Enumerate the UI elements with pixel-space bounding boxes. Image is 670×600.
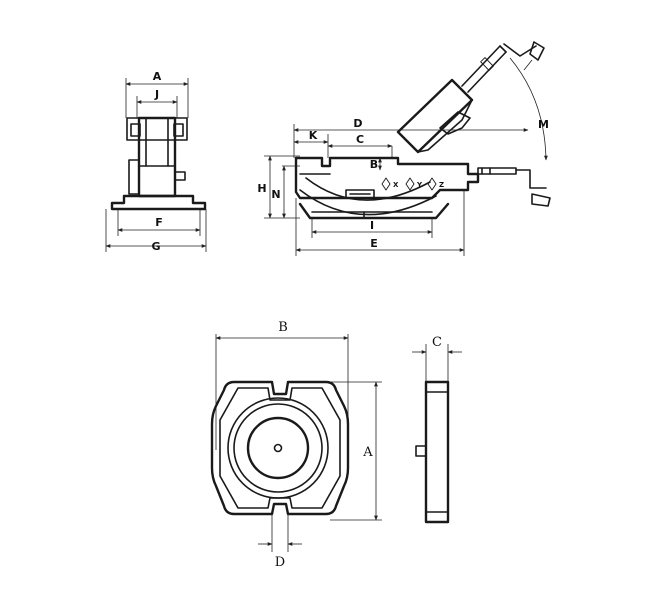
label-c-base-side: C <box>432 335 442 350</box>
dim-m-arc <box>509 57 548 161</box>
label-a-plan: A <box>362 445 373 460</box>
label-y-side: Y <box>416 181 423 189</box>
base-center-hole <box>273 443 283 453</box>
side-xyz-markers: X Y Z <box>381 177 444 191</box>
label-z-side: Z <box>439 181 444 189</box>
base-plan-outline <box>210 380 350 516</box>
label-g-front: G <box>151 240 160 253</box>
label-i-side: I <box>370 219 374 232</box>
side-swivel-arc <box>305 177 431 201</box>
side-base <box>298 202 450 220</box>
front-column <box>137 116 177 198</box>
label-n-side: N <box>271 188 280 201</box>
side-view: M D K C B X Y Z <box>257 41 551 256</box>
base-side-pin <box>415 445 427 457</box>
label-b-side: B <box>370 158 378 171</box>
label-f-front: F <box>155 216 163 229</box>
front-view: A J F G <box>105 70 207 253</box>
label-m-side: M <box>538 118 549 131</box>
label-k-side: K <box>309 129 318 142</box>
base-side-view: C <box>412 335 462 524</box>
label-b-plan: B <box>278 320 288 335</box>
label-c-side: C <box>356 133 364 146</box>
label-d-plan: D <box>275 555 285 570</box>
label-e-side: E <box>370 237 378 250</box>
label-h-side: H <box>257 182 266 195</box>
front-base <box>110 194 207 211</box>
label-j-front: J <box>154 88 159 101</box>
base-side-plate <box>424 380 450 524</box>
base-inner-ring <box>246 416 310 480</box>
side-tilted-jaw <box>396 41 545 154</box>
base-outer-ring <box>227 397 329 499</box>
label-x-side: X <box>393 181 399 189</box>
label-d-side: D <box>353 117 362 130</box>
side-vise-body <box>294 156 480 200</box>
label-a-front: A <box>153 70 162 83</box>
base-plan-view: B A D <box>210 320 382 570</box>
